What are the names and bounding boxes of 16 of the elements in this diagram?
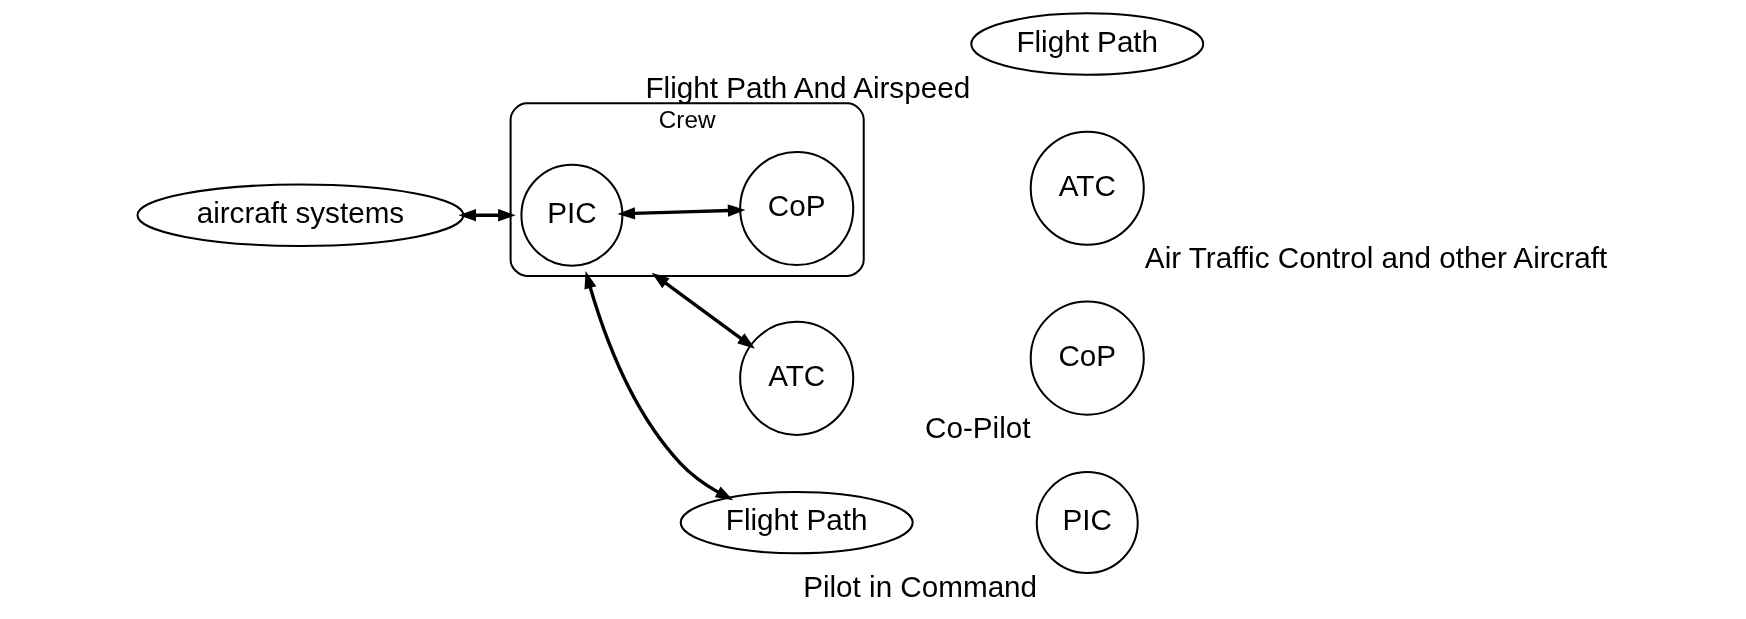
node-circle: ATC	[1029, 130, 1145, 246]
node-label: Co-Pilot	[925, 411, 1031, 445]
arrow	[458, 209, 516, 222]
node-circle: CoP	[1029, 300, 1145, 416]
node-label: Air Traffic Control and other Aircraft	[1144, 241, 1608, 275]
node-ellipse: Flight Path	[679, 490, 914, 555]
node-label: Flight Path And Airspeed	[645, 71, 971, 105]
node-ellipse: aircraft systems	[136, 183, 465, 247]
node-circle: PIC	[520, 163, 624, 267]
node-label: Pilot in Command	[803, 569, 1038, 603]
node-ellipse: Flight Path	[970, 12, 1205, 76]
node-circle: PIC	[1035, 471, 1139, 575]
arrow	[617, 204, 746, 220]
node-circle: CoP	[739, 150, 855, 267]
arrow	[651, 272, 755, 349]
arrow	[584, 271, 734, 501]
